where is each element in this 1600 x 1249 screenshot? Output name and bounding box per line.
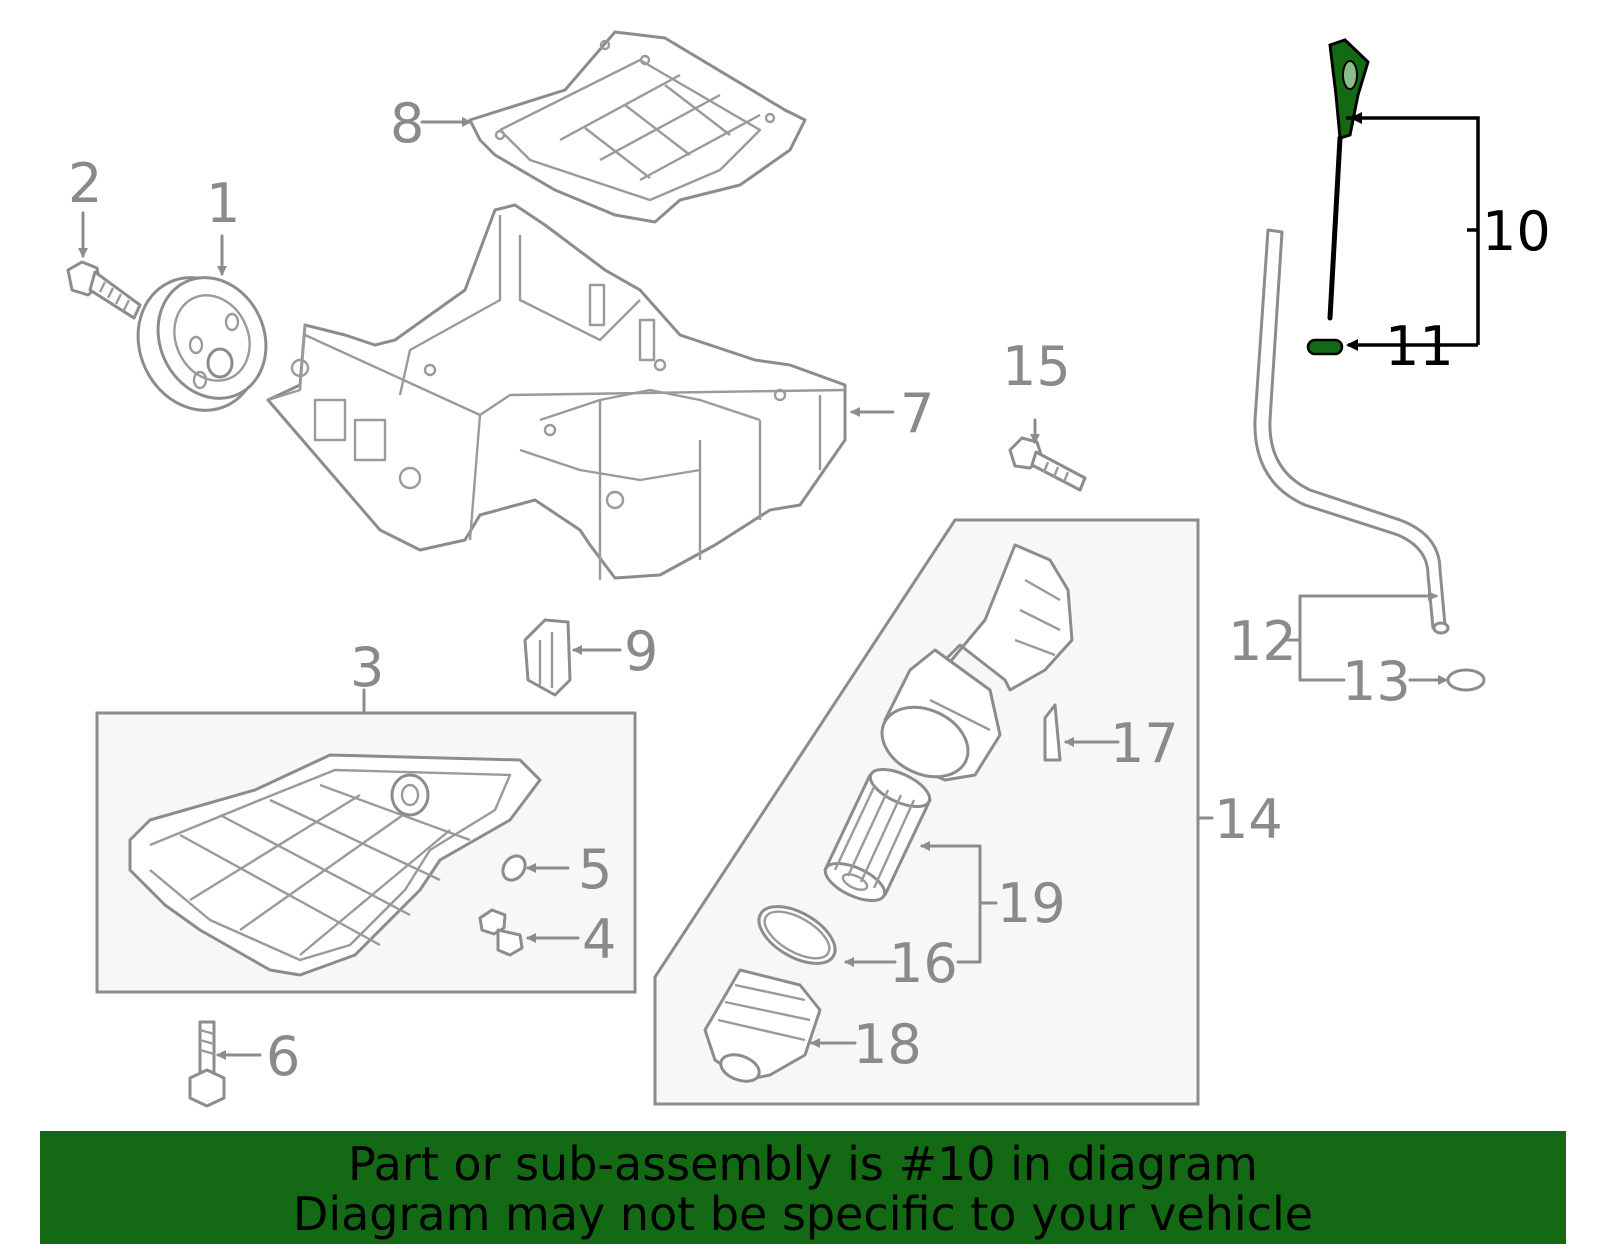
drain-plug xyxy=(478,908,524,957)
oil-level-dipstick xyxy=(1327,38,1370,321)
callout-17: 17 xyxy=(1110,712,1179,775)
leader-12-bracket xyxy=(1298,594,1346,682)
callout-6: 6 xyxy=(266,1025,300,1088)
filter-o-ring-inner xyxy=(763,910,831,960)
upper-oil-pan xyxy=(266,203,847,580)
callout-18: 18 xyxy=(853,1013,922,1076)
bracket-9 xyxy=(523,618,572,697)
callout-13: 13 xyxy=(1342,650,1411,713)
callout-7: 7 xyxy=(900,382,934,445)
callout-12: 12 xyxy=(1228,610,1297,673)
filter-o-ring xyxy=(757,905,837,965)
oil-filter-housing xyxy=(880,543,1074,782)
banner-part-note: Part or sub-assembly is #10 in diagram xyxy=(348,1137,1258,1191)
info-banner: Part or sub-assembly is #10 in diagram D… xyxy=(40,1131,1566,1244)
callout-1: 1 xyxy=(206,172,240,235)
bolt-6 xyxy=(188,1020,226,1108)
callout-3: 3 xyxy=(350,636,384,699)
dipstick-o-ring xyxy=(1306,338,1344,356)
callout-5: 5 xyxy=(578,838,612,901)
callout-9: 9 xyxy=(624,620,658,683)
callout-19: 19 xyxy=(997,872,1066,935)
callout-11: 11 xyxy=(1385,315,1454,378)
banner-disclaimer: Diagram may not be specific to your vehi… xyxy=(292,1187,1314,1241)
lower-oil-pan xyxy=(128,753,542,977)
callout-4: 4 xyxy=(582,908,616,971)
callout-2: 2 xyxy=(68,152,102,215)
dipstick-tube xyxy=(1253,228,1450,635)
oil-baffle-plate xyxy=(468,30,807,224)
crankshaft-pulley xyxy=(136,276,268,412)
oil-filter-cap xyxy=(703,968,822,1083)
callout-8: 8 xyxy=(390,92,424,155)
pulley-bolt xyxy=(66,260,142,320)
callout-10: 10 xyxy=(1482,200,1551,263)
bolt-15 xyxy=(1008,436,1087,492)
callout-14: 14 xyxy=(1214,788,1283,851)
drain-plug-washer xyxy=(501,854,527,882)
tube-o-ring xyxy=(1446,668,1486,692)
filter-plate-17 xyxy=(1043,703,1062,762)
oil-filter-element xyxy=(823,767,932,903)
callout-16: 16 xyxy=(889,932,958,995)
callout-15: 15 xyxy=(1002,335,1071,398)
leader-10 xyxy=(1346,116,1480,345)
